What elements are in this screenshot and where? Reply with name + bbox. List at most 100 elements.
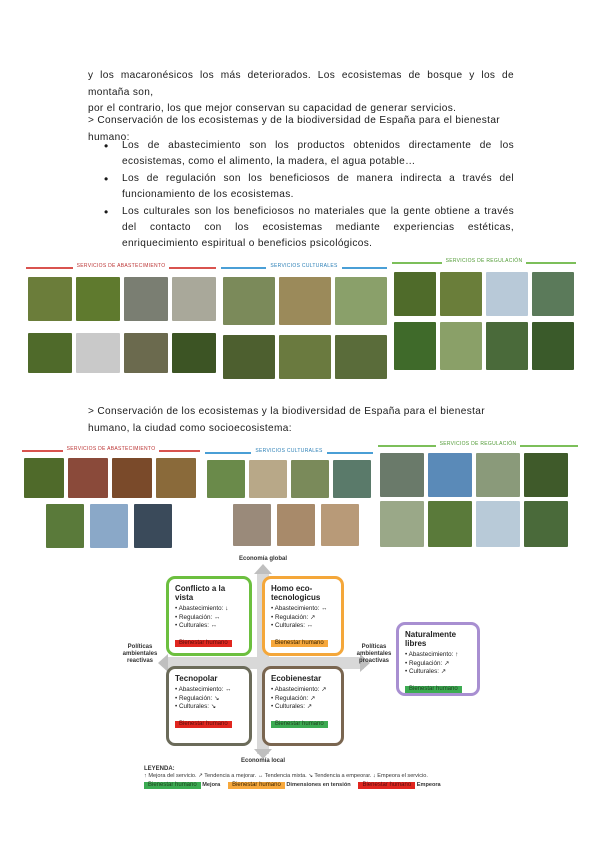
scenario-title: Homo eco-tecnologicus bbox=[271, 584, 321, 602]
scenario-regulacion: • Regulación: ↘ bbox=[175, 694, 220, 702]
scenario-conflicto: Conflicto a la vista • Abastecimiento: ↓… bbox=[166, 576, 252, 656]
scenario-title: Ecobienestar bbox=[271, 674, 322, 683]
photo-compost bbox=[112, 458, 152, 498]
photo-fruit bbox=[156, 458, 196, 498]
scenario-culturales: • Culturales: ↗ bbox=[271, 703, 313, 711]
photo-traditions bbox=[223, 335, 275, 379]
photo-wetland bbox=[380, 453, 424, 497]
photo-cycling bbox=[291, 460, 329, 498]
legend-badge-orange: Bienestar humano bbox=[228, 782, 285, 789]
photo-forest bbox=[172, 333, 216, 373]
photo-canopy bbox=[524, 501, 568, 547]
photo-research bbox=[335, 277, 387, 325]
photo-canal bbox=[333, 460, 371, 498]
scenario-abastecimiento: • Abastecimiento: ↓ bbox=[175, 605, 229, 612]
panel-title: Servicios culturales bbox=[266, 263, 342, 269]
scenario-abastecimiento: • Abastecimiento: ↔ bbox=[175, 686, 232, 693]
services-list: Los de abastecimiento son los productos … bbox=[104, 138, 514, 253]
photo-monument bbox=[233, 504, 271, 546]
intro-line-2: por el contrario, los que mejor conserva… bbox=[88, 103, 457, 115]
photo-hiking bbox=[279, 277, 331, 325]
photo-vegetation bbox=[394, 272, 436, 316]
scenario-abastecimiento: • Abastecimiento: ↗ bbox=[271, 686, 327, 693]
arrow-right-icon bbox=[360, 654, 370, 672]
photo-birds bbox=[486, 272, 528, 316]
photo-water bbox=[124, 277, 168, 321]
scenario-culturales: • Culturales: ↔ bbox=[271, 622, 314, 630]
scenario-ecobienestar: Ecobienestar • Abastecimiento: ↗ • Regul… bbox=[262, 666, 344, 746]
arrow-up-icon bbox=[254, 564, 272, 574]
scenario-regulacion: • Regulación: ↗ bbox=[271, 613, 316, 621]
legend-badge-red: Bienestar humano bbox=[358, 782, 416, 789]
wellbeing-badge: Bienestar humano bbox=[271, 639, 328, 647]
photo-river bbox=[532, 272, 574, 316]
photo-bird bbox=[476, 453, 520, 497]
legend-badge-green: Bienestar humano bbox=[144, 782, 201, 789]
scenario-homo: Homo eco-tecnologicus • Abastecimiento: … bbox=[262, 576, 344, 656]
list-item: Los de regulación son los beneficiosos d… bbox=[104, 171, 514, 204]
legend-label-orange: Dimensiones en tensión bbox=[286, 782, 351, 788]
list-item: Los culturales son los beneficiosos no m… bbox=[104, 204, 514, 253]
photo-orchard bbox=[24, 458, 64, 498]
photo-market bbox=[321, 504, 359, 546]
arrow-down-icon bbox=[254, 749, 272, 759]
legend-trends: ↑ Mejora del servicio. ↗ Tendencia a mej… bbox=[144, 773, 428, 779]
wellbeing-badge: Bienestar humano bbox=[175, 639, 232, 647]
scenario-culturales: • Culturales: ↘ bbox=[175, 703, 217, 711]
panel-regulacion-ciudad: Servicios de regulación bbox=[378, 441, 578, 551]
panel-abastecimiento-ciudad: Servicios de abastecimiento bbox=[22, 446, 200, 550]
photo-pollination bbox=[532, 322, 574, 370]
scenario-abastecimiento: • Abastecimiento: ↔ bbox=[271, 605, 328, 612]
panel-title: Servicios de regulación bbox=[441, 258, 527, 264]
heading-city: > Conservación de los ecosistemas y la b… bbox=[88, 406, 485, 434]
photo-climate bbox=[394, 322, 436, 370]
axis-label-top: Economía global bbox=[238, 556, 287, 562]
scenario-culturales: • Culturales: ↗ bbox=[405, 668, 447, 676]
photo-cathedral bbox=[277, 504, 315, 546]
legend-wellbeing: Bienestar humano Mejora Bienestar humano… bbox=[144, 781, 504, 790]
scenario-regulacion: • Regulación: ↗ bbox=[405, 659, 450, 667]
panel-title: Servicios de abastecimiento bbox=[62, 446, 160, 452]
wellbeing-badge: Bienestar humano bbox=[175, 720, 232, 728]
axis-label-left: Políticas ambientales reactivas bbox=[122, 644, 158, 664]
scenario-diagram: Economía global Economía local Políticas… bbox=[123, 556, 488, 814]
scenario-naturalmente: Naturalmente libres • Abastecimiento: ↑ … bbox=[396, 622, 480, 696]
scenario-regulacion: • Regulación: ↗ bbox=[271, 694, 316, 702]
photo-solar bbox=[134, 504, 172, 548]
arrow-left-icon bbox=[158, 654, 168, 672]
photo-square bbox=[249, 460, 287, 498]
wellbeing-badge: Bienestar humano bbox=[405, 685, 462, 693]
photo-beehives bbox=[172, 277, 216, 321]
scenario-title: Conflicto a la vista bbox=[175, 584, 226, 602]
photo-greenery bbox=[428, 501, 472, 547]
axis-label-right: Políticas ambientales proactivas bbox=[356, 644, 392, 664]
photo-path bbox=[380, 501, 424, 547]
scenario-regulacion: • Regulación: ↔ bbox=[175, 613, 221, 621]
diagram-legend: LEYENDA: ↑ Mejora del servicio. ↗ Tenden… bbox=[144, 766, 504, 790]
legend-label-green: Mejora bbox=[202, 782, 221, 788]
photo-lake bbox=[428, 453, 472, 497]
photo-recreation bbox=[279, 335, 331, 379]
legend-label-red: Empeora bbox=[416, 782, 441, 788]
photo-insects bbox=[476, 501, 520, 547]
scenario-abastecimiento: • Abastecimiento: ↑ bbox=[405, 651, 459, 658]
photo-urban-garden bbox=[68, 458, 108, 498]
scenario-title: Naturalmente libres bbox=[405, 630, 457, 648]
photo-wood bbox=[76, 333, 120, 373]
photo-park bbox=[207, 460, 245, 498]
photo-fields bbox=[28, 333, 72, 373]
photo-crops bbox=[76, 277, 120, 321]
intro-paragraph: y los macaronésicos los más deteriorados… bbox=[88, 68, 514, 118]
panel-regulacion: Servicios de regulación bbox=[392, 258, 576, 374]
photo-trees bbox=[524, 453, 568, 497]
photo-erosion bbox=[486, 322, 528, 370]
panel-abastecimiento: Servicios de abastecimiento bbox=[26, 263, 216, 375]
axis-label-bottom: Economía local bbox=[240, 758, 285, 764]
list-item: Los de abastecimiento son los productos … bbox=[104, 138, 514, 171]
panel-title: Servicios de abastecimiento bbox=[72, 263, 170, 269]
wellbeing-badge: Bienestar humano bbox=[271, 720, 328, 728]
panel-culturales-ciudad: Servicios culturales bbox=[205, 448, 373, 552]
legend-title: LEYENDA: bbox=[144, 766, 175, 772]
scenario-title: Tecnopolar bbox=[175, 674, 218, 683]
photo-air bbox=[440, 322, 482, 370]
